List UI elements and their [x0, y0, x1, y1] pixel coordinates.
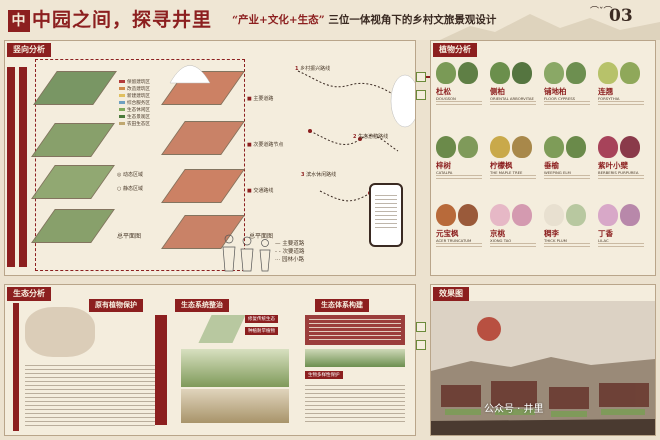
route-label: 3 滨水休闲路线	[301, 172, 337, 178]
general-plan-label: 总平面图	[249, 233, 274, 240]
connector-node	[416, 90, 426, 100]
balloon-icon	[169, 65, 211, 84]
people-sketch-icon	[222, 234, 271, 272]
axis-label: ■ 次要道路节点	[247, 142, 284, 148]
legend-line: ··· 园林小路	[275, 257, 305, 263]
eco-subheading: 原有植物保护	[89, 299, 143, 312]
route-label: 1 乡村振兴路线	[295, 66, 331, 72]
connector-node	[416, 322, 426, 332]
eco-table	[305, 315, 405, 345]
eco-subheading: 生态体系构建	[315, 299, 369, 312]
legend-dynamic: ◎ 动态区域	[117, 172, 143, 178]
eco-chip: 修复传统生态	[245, 315, 278, 323]
eco-diagram	[198, 315, 246, 343]
plant-analysis-panel: 植物分析	[430, 40, 656, 276]
connector-line	[426, 76, 432, 78]
legend-item: 生态休闲区	[119, 107, 150, 113]
axis-label: ■ 主要道路	[247, 96, 274, 102]
phone-illustration	[369, 183, 403, 247]
balloon-icon	[390, 74, 415, 128]
vertical-analysis-heading: 竖向分析	[7, 43, 51, 57]
decorative-pole	[13, 303, 19, 431]
page-subtitle: “产业+文化+生态” 三位一体视角下的乡村文旅景观设计	[232, 14, 497, 26]
legend-line: — 主要道路	[275, 241, 305, 247]
mountain-decoration-icon	[440, 14, 660, 40]
effect-panel: 效果图	[430, 284, 656, 436]
legend-item: 保留建筑区	[119, 79, 150, 85]
decorative-pole	[155, 315, 167, 425]
legend-item: 改造建筑区	[119, 86, 150, 92]
legend-item: 生态景观区	[119, 114, 150, 120]
eco-subheading: 生态系统整治	[175, 299, 229, 312]
bird-icon: ⌒ˇ⌒	[590, 7, 613, 17]
ecology-analysis-panel: 生态分析 原有植物保护 生态系统整治 修复传统生态 种植耐旱植物 生态体系构建 …	[4, 284, 416, 436]
eco-illustration	[181, 349, 289, 387]
legend-static: ○ 静态区域	[117, 186, 143, 192]
ink-landscape	[25, 307, 95, 357]
legend-item: 新建建筑区	[119, 93, 150, 99]
ecology-analysis-heading: 生态分析	[7, 287, 51, 301]
page-title: 中中园之间，探寻井里	[8, 5, 212, 32]
effect-rendering	[431, 301, 655, 435]
general-plan-label: 总平面图	[117, 233, 142, 240]
village-rendering-icon	[431, 301, 655, 435]
eco-chip: 生物多样性保护	[305, 371, 343, 379]
eco-chip: 种植耐旱植物	[245, 327, 278, 335]
connector-node	[416, 340, 426, 350]
title-seal-icon: 中	[8, 10, 30, 32]
eco-illustration	[305, 349, 405, 367]
plant-analysis-heading: 植物分析	[433, 43, 477, 57]
header-bar: 中中园之间，探寻井里 “产业+文化+生态” 三位一体视角下的乡村文旅景观设计 ⌒…	[0, 0, 660, 40]
effect-heading: 效果图	[433, 287, 469, 301]
connector-node	[416, 72, 426, 82]
watermark: 公众号 · 井里	[484, 404, 544, 415]
legend-line: - - 次要道路	[275, 249, 305, 255]
layer-analysis-frame	[35, 59, 245, 271]
decorative-pole	[7, 67, 15, 267]
vertical-analysis-panel: 竖向分析 保留建筑区 改造建筑区 新建建筑区 综合服务区 生态休闲区 生态景观区…	[4, 40, 416, 276]
page-number: 03	[609, 6, 633, 26]
eco-illustration	[181, 389, 289, 423]
axis-label: ■ 交通路线	[247, 188, 274, 194]
route-label: 2 生态游憩路线	[353, 134, 389, 140]
decorative-pole	[19, 67, 27, 267]
legend-item: 综合服务区	[119, 100, 150, 106]
legend-item: 农田生态区	[119, 121, 150, 127]
